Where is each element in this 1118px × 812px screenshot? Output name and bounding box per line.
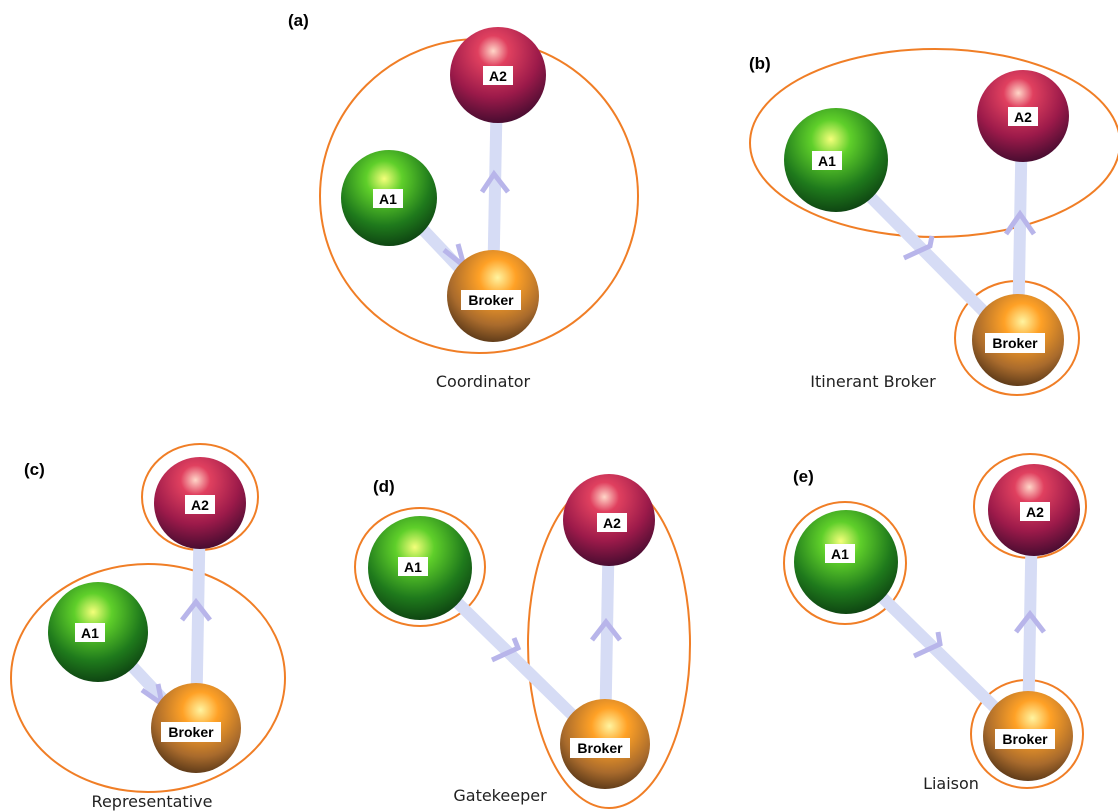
node-a1: A1 [784, 108, 888, 212]
panel-c: (c) A1 A2 Broker Representative [10, 443, 286, 811]
group-ring [354, 507, 486, 627]
panel-a: (a) A1 A2 Broker Coordinator [288, 11, 639, 391]
panel-letter: (d) [373, 477, 395, 496]
node-broker: Broker [983, 691, 1073, 781]
panel-d: (d) A1 A2 Broker Gatekeeper [354, 474, 691, 809]
node-a1: A1 [368, 516, 472, 620]
svg-text:A2: A2 [191, 497, 209, 513]
arrowhead-icon [912, 631, 943, 659]
group-ring [783, 501, 907, 625]
svg-text:A2: A2 [1014, 109, 1032, 125]
node-a1: A1 [341, 150, 437, 246]
node-broker: Broker [972, 294, 1064, 386]
arrowhead-icon [180, 597, 212, 622]
svg-text:Broker: Broker [168, 724, 214, 740]
node-a2: A2 [154, 457, 246, 549]
svg-text:A2: A2 [489, 68, 507, 84]
node-a2: A2 [563, 474, 655, 566]
role-caption: Gatekeeper [453, 786, 547, 805]
node-a2: A2 [988, 464, 1080, 556]
arrowhead-icon [1003, 209, 1037, 236]
panel-letter: (b) [749, 54, 771, 73]
arrowhead-icon [490, 637, 522, 663]
group-ring [10, 563, 286, 793]
group-ring [749, 48, 1118, 238]
svg-text:A1: A1 [379, 191, 397, 207]
node-a1: A1 [48, 582, 148, 682]
arrowhead-icon [479, 169, 510, 194]
svg-text:A2: A2 [1026, 504, 1044, 520]
panel-letter: (a) [288, 11, 309, 30]
panel-letter: (c) [24, 460, 45, 479]
node-a2: A2 [977, 70, 1069, 162]
role-caption: Representative [92, 792, 213, 811]
node-a2: A2 [450, 27, 546, 123]
svg-text:A1: A1 [404, 559, 422, 575]
node-broker: Broker [560, 699, 650, 789]
panel-letter: (e) [793, 467, 814, 486]
role-caption: Liaison [923, 774, 979, 793]
svg-text:A1: A1 [81, 625, 99, 641]
role-caption: Itinerant Broker [810, 372, 936, 391]
svg-text:A1: A1 [831, 546, 849, 562]
svg-text:Broker: Broker [468, 292, 514, 308]
node-broker: Broker [447, 250, 539, 342]
panel-b: (b) A1 A2 Broker Itinerant Broker [749, 48, 1118, 396]
node-broker: Broker [151, 683, 241, 773]
node-a1: A1 [794, 510, 898, 614]
svg-text:A2: A2 [603, 515, 621, 531]
arrowhead-icon [590, 617, 622, 642]
role-caption: Coordinator [436, 372, 531, 391]
svg-text:Broker: Broker [992, 335, 1038, 351]
svg-text:Broker: Broker [577, 740, 623, 756]
svg-text:A1: A1 [818, 153, 836, 169]
arrowhead-icon [1014, 609, 1046, 634]
arrowhead-icon [902, 235, 935, 261]
svg-text:Broker: Broker [1002, 731, 1048, 747]
panel-e: (e) A1 A2 Broker Liaison [783, 453, 1087, 793]
